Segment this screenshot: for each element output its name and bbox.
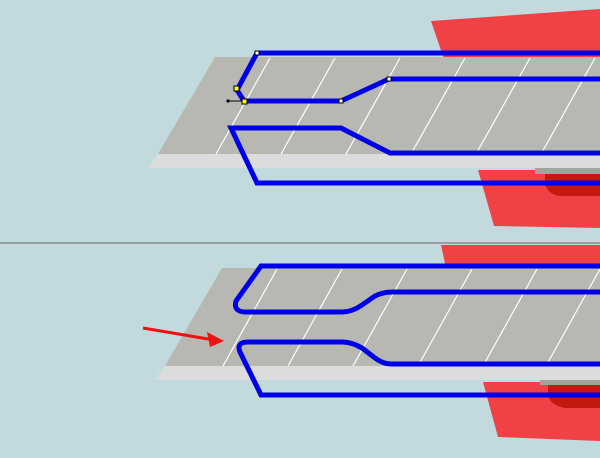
- score-line: [482, 268, 538, 367]
- blade-top-edge: [148, 154, 600, 168]
- lower-outline-path: [227, 125, 600, 186]
- blade-bottom-edge: [155, 366, 600, 380]
- score-lines-top: [215, 57, 596, 155]
- handle-top-upper: [431, 9, 600, 62]
- score-line: [475, 57, 531, 155]
- score-line: [222, 268, 278, 367]
- anchor-point-icon[interactable]: [254, 50, 260, 56]
- score-line: [417, 268, 473, 367]
- score-line: [545, 268, 600, 367]
- anchor-point-icon[interactable]: [241, 98, 248, 105]
- blade-bottom: [165, 268, 600, 366]
- arrow-right-icon: [142, 326, 224, 347]
- score-line: [215, 57, 271, 155]
- lower-rounded-path: [236, 339, 600, 398]
- anchor-point-icon[interactable]: [226, 99, 230, 103]
- anchor-point-icon[interactable]: [386, 76, 392, 82]
- upper-rounded-path: [233, 263, 600, 315]
- anchor-point-icon[interactable]: [338, 98, 344, 104]
- edit-anchors: [226, 50, 392, 105]
- panel-after: [142, 245, 600, 441]
- score-line: [345, 57, 401, 155]
- anchor-point-icon[interactable]: [233, 85, 240, 92]
- handle-bottom-upper: [441, 245, 600, 268]
- upper-outline-path: [234, 50, 600, 104]
- panel-before: [148, 9, 600, 228]
- score-line: [287, 268, 343, 367]
- score-line: [540, 57, 596, 155]
- score-line: [280, 57, 336, 155]
- score-line: [410, 57, 466, 155]
